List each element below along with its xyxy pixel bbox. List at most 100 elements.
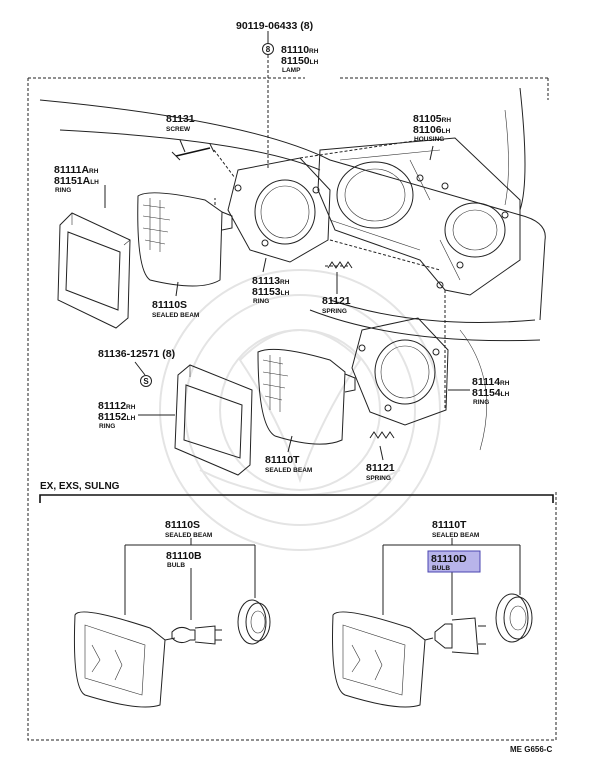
ring-right-r-side: RH: [500, 380, 510, 387]
sealed-t-upper-part: 81110T: [265, 454, 300, 466]
svg-text:81106LH: 81106LH: [413, 124, 451, 136]
spring-upper-caption: SPRING: [322, 308, 347, 315]
housing-l-side: LH: [442, 128, 451, 135]
spring-upper-label-group: 81121 SPRING: [322, 295, 351, 315]
screw-part: 81131: [166, 113, 195, 125]
lower-sealed-beam: [257, 348, 356, 445]
section-title: EX, EXS, SULNG: [40, 481, 120, 492]
ring-mid-l: 81153: [252, 286, 281, 298]
bulb-b-label-group: 81110B BULB: [166, 550, 202, 569]
ring-upper-caption: RING: [55, 187, 71, 194]
ring-lower-caption: RING: [99, 423, 115, 430]
lower-retaining-ring: [174, 364, 253, 476]
sealed-s-upper-caption: SEALED BEAM: [152, 312, 199, 319]
outer-frame: [27, 77, 557, 741]
svg-text:81111ARH: 81111ARH: [54, 164, 99, 176]
socket-left: [237, 599, 271, 645]
watermark-emblem: [159, 269, 441, 551]
svg-text:81105RH: 81105RH: [413, 113, 451, 125]
svg-text:81152LH: 81152LH: [98, 411, 136, 423]
ring-upper-label-group: 81111ARH 81151ALH RING: [54, 164, 99, 194]
ring-lower-r-side: RH: [126, 404, 136, 411]
highlight-box: [427, 550, 481, 573]
ring-upper-l-side: LH: [90, 179, 99, 186]
lamp-part-l: 81150: [281, 55, 310, 67]
bulb-b-part: 81110B: [166, 550, 202, 562]
leader-lines-lower: [124, 538, 521, 620]
bulb-right: [434, 617, 486, 655]
ring-right-l: 81154: [472, 387, 501, 399]
ring-lower-l: 81152: [98, 411, 127, 423]
sealed-s-upper-label-group: 81110S SEALED BEAM: [152, 299, 199, 319]
ring-right-caption: RING: [473, 399, 489, 406]
screw-label-group: 81131 SCREW: [166, 113, 195, 133]
ring-upper-l: 81151A: [54, 175, 91, 187]
housing-label-group: 81105RH 81106LH HOUSING: [413, 113, 451, 143]
headlamp-housing: [317, 137, 521, 410]
housing-r: 81105: [413, 113, 442, 125]
sealed-t-upper-caption: SEALED BEAM: [265, 467, 312, 474]
svg-text:S: S: [143, 377, 149, 386]
screw-caption: SCREW: [166, 126, 191, 133]
sealed-t-lower-label-group: 81110T SEALED BEAM: [432, 519, 479, 539]
screw-lower-label: 81136-12571 (8): [98, 348, 175, 360]
upper-spring: [325, 261, 353, 269]
sealed-s-lower-part: 81110S: [165, 519, 200, 531]
svg-text:81110RH: 81110RH: [281, 44, 319, 56]
svg-text:81150LH: 81150LH: [281, 55, 319, 67]
bulb-d-part: 81110D: [431, 553, 467, 565]
sealed-t-lower-part: 81110T: [432, 519, 467, 531]
top-bolt: 8: [262, 31, 274, 170]
ring-upper-r-side: RH: [89, 168, 99, 175]
lamp-part-r-side: RH: [309, 48, 319, 55]
lamp-part-l-side: LH: [310, 59, 319, 66]
svg-text:81113RH: 81113RH: [252, 275, 290, 287]
screw: [171, 143, 236, 179]
socket-right: [495, 593, 533, 643]
housing-r-side: RH: [442, 117, 452, 124]
bulb-d-caption: BULB: [432, 565, 450, 572]
ring-right-r: 81114: [472, 376, 500, 388]
ring-mid-caption: RING: [253, 298, 269, 305]
sealed-s-lower-caption: SEALED BEAM: [165, 532, 212, 539]
ring-mid-r: 81113: [252, 275, 280, 287]
sealed-t-upper-label-group: 81110T SEALED BEAM: [265, 454, 312, 474]
bolt-part-label: 90119-06433 (8): [236, 20, 313, 32]
lamp-right-assembly: [332, 611, 434, 708]
lower-mounting-ring: [351, 317, 449, 426]
sealed-s-lower-label-group: 81110S SEALED BEAM: [165, 519, 212, 539]
lamp-part-r: 81110: [281, 44, 309, 56]
ring-lower-r: 81112: [98, 400, 126, 412]
ring-mid-r-side: RH: [280, 279, 290, 286]
housing-caption: HOUSING: [414, 136, 444, 143]
upper-mounting-ring: [227, 139, 441, 271]
lamp-left-assembly: [73, 611, 176, 708]
spring-lower-label-group: 81121 SPRING: [366, 462, 395, 482]
spring-lower-caption: SPRING: [366, 475, 391, 482]
section-box: [39, 494, 554, 503]
lower-spring: [369, 431, 395, 439]
bulb-b-caption: BULB: [167, 562, 185, 569]
ring-lower-l-side: LH: [127, 415, 136, 422]
spring-upper-part: 81121: [322, 295, 351, 307]
sealed-s-upper-part: 81110S: [152, 299, 187, 311]
ring-lower-label-group: 81112RH 81152LH RING: [98, 400, 136, 430]
sealed-t-lower-caption: SEALED BEAM: [432, 532, 479, 539]
spring-lower-part: 81121: [366, 462, 395, 474]
lamp-label-group: 81110RH 81150LH LAMP: [281, 44, 319, 74]
ring-mid-label-group: 81113RH 81153LH RING: [252, 275, 290, 305]
upper-sealed-beam: [137, 192, 233, 287]
bulb-left: [171, 625, 222, 645]
bulb-d-label-group: 81110D BULB: [431, 553, 467, 572]
ring-upper-r: 81111A: [54, 164, 89, 176]
ring-right-label-group: 81114RH 81154LH RING: [472, 376, 510, 406]
svg-text:81153LH: 81153LH: [252, 286, 290, 298]
leader-lines-upper: [104, 139, 470, 461]
svg-text:8: 8: [266, 45, 271, 54]
lower-screw-symbol: S: [140, 375, 152, 387]
svg-text:81112RH: 81112RH: [98, 400, 136, 412]
upper-retaining-ring: [57, 212, 131, 329]
housing-l: 81106: [413, 124, 442, 136]
svg-text:81151ALH: 81151ALH: [54, 175, 99, 187]
